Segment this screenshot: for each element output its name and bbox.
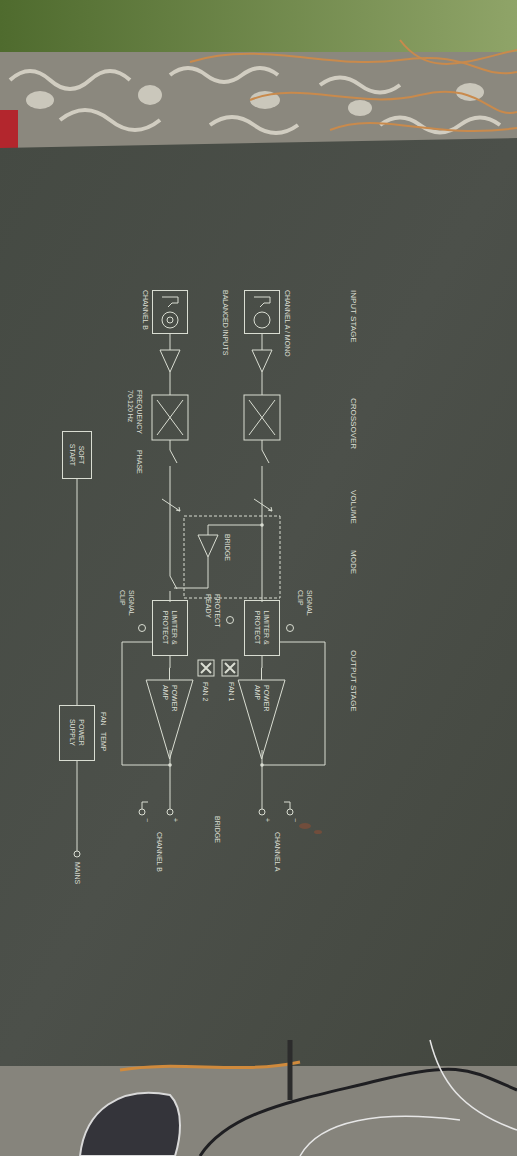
led-label: SIGNAL CLIP: [118, 590, 136, 624]
input-jack: CHANNEL A / MONO: [244, 290, 292, 357]
amp-outline: [239, 680, 286, 759]
led-label: PROTECT READY: [204, 594, 222, 634]
terminal-sign: −: [291, 818, 300, 822]
output-label: CHANNEL B: [155, 832, 164, 872]
lace-flowers: [26, 83, 484, 116]
mains-label: MAINS: [73, 862, 82, 884]
output-label: BRIDGE: [213, 816, 222, 843]
power-supply-box: POWER SUPPLY: [59, 705, 95, 761]
diagram-frame: CHANNEL A / MONO CHANNEL B SOFT START LIMIT…: [40, 250, 380, 930]
fan-label: FAN 2: [201, 682, 210, 701]
amp-outline: [147, 680, 194, 759]
node-text: CHANNEL B: [141, 290, 150, 330]
amp-triangle: [239, 680, 286, 759]
signal-wire: [169, 656, 171, 680]
floor: [0, 1066, 517, 1156]
limiter-box: LIMITER & PROTECT: [244, 600, 280, 656]
stain: [299, 823, 322, 834]
led-label: SIGNAL CLIP: [296, 590, 314, 624]
node-text: CHANNEL A / MONO: [283, 290, 292, 357]
node-text: POWER SUPPLY: [68, 709, 86, 757]
node-text: LIMITER & PROTECT: [161, 604, 179, 652]
red-object: [0, 110, 18, 150]
terminal-sign: +: [263, 818, 272, 822]
lace-cloth: [0, 52, 517, 152]
amp-triangle: [147, 680, 194, 759]
signal-wire: [261, 656, 263, 680]
input-jack: CHANNEL B: [141, 290, 188, 334]
terminal-sign: +: [171, 818, 180, 822]
section-heading: INPUT STAGE: [348, 290, 358, 343]
control-label: PHASE: [135, 450, 144, 474]
node-text: SOFT START: [68, 435, 86, 475]
section-heading: CROSSOVER: [348, 398, 358, 449]
connector-layer: [40, 250, 380, 930]
signal-wire: [77, 479, 78, 705]
power-amp-triangle: POWER AMP: [147, 680, 194, 759]
control-label: FREQUENCY 70-120 Hz: [126, 390, 144, 440]
jack-housing: [244, 290, 280, 334]
terminal-sign: −: [143, 818, 152, 822]
green-backdrop: [0, 0, 517, 60]
shoe: [80, 1093, 180, 1156]
limiter-box: LIMITER & PROTECT: [152, 600, 188, 656]
sensor-label: FAN: [99, 712, 108, 726]
section-heading: OUTPUT STAGE: [348, 650, 358, 712]
jack-housing: [152, 290, 188, 334]
amplifier-panel: [0, 138, 517, 1072]
fan-label: FAN 1: [227, 682, 236, 701]
node-text: LIMITER & PROTECT: [253, 604, 271, 652]
section-heading: MODE: [348, 550, 358, 574]
input-label: BALANCED INPUTS: [221, 290, 230, 355]
orange-wires: [190, 40, 517, 131]
sensor-label: TEMP: [99, 732, 108, 751]
power-amp-triangle: POWER AMP: [239, 680, 286, 759]
soft-start-box: SOFT START: [62, 431, 92, 479]
mode-label: BRIDGE: [223, 534, 232, 561]
output-label: CHANNEL A: [273, 832, 282, 871]
section-heading: VOLUME: [348, 490, 358, 524]
node-text: POWER AMP: [253, 685, 271, 715]
block-diagram-wiring: [40, 250, 380, 930]
lace-pattern: [10, 68, 500, 133]
node-text: POWER AMP: [161, 685, 179, 715]
